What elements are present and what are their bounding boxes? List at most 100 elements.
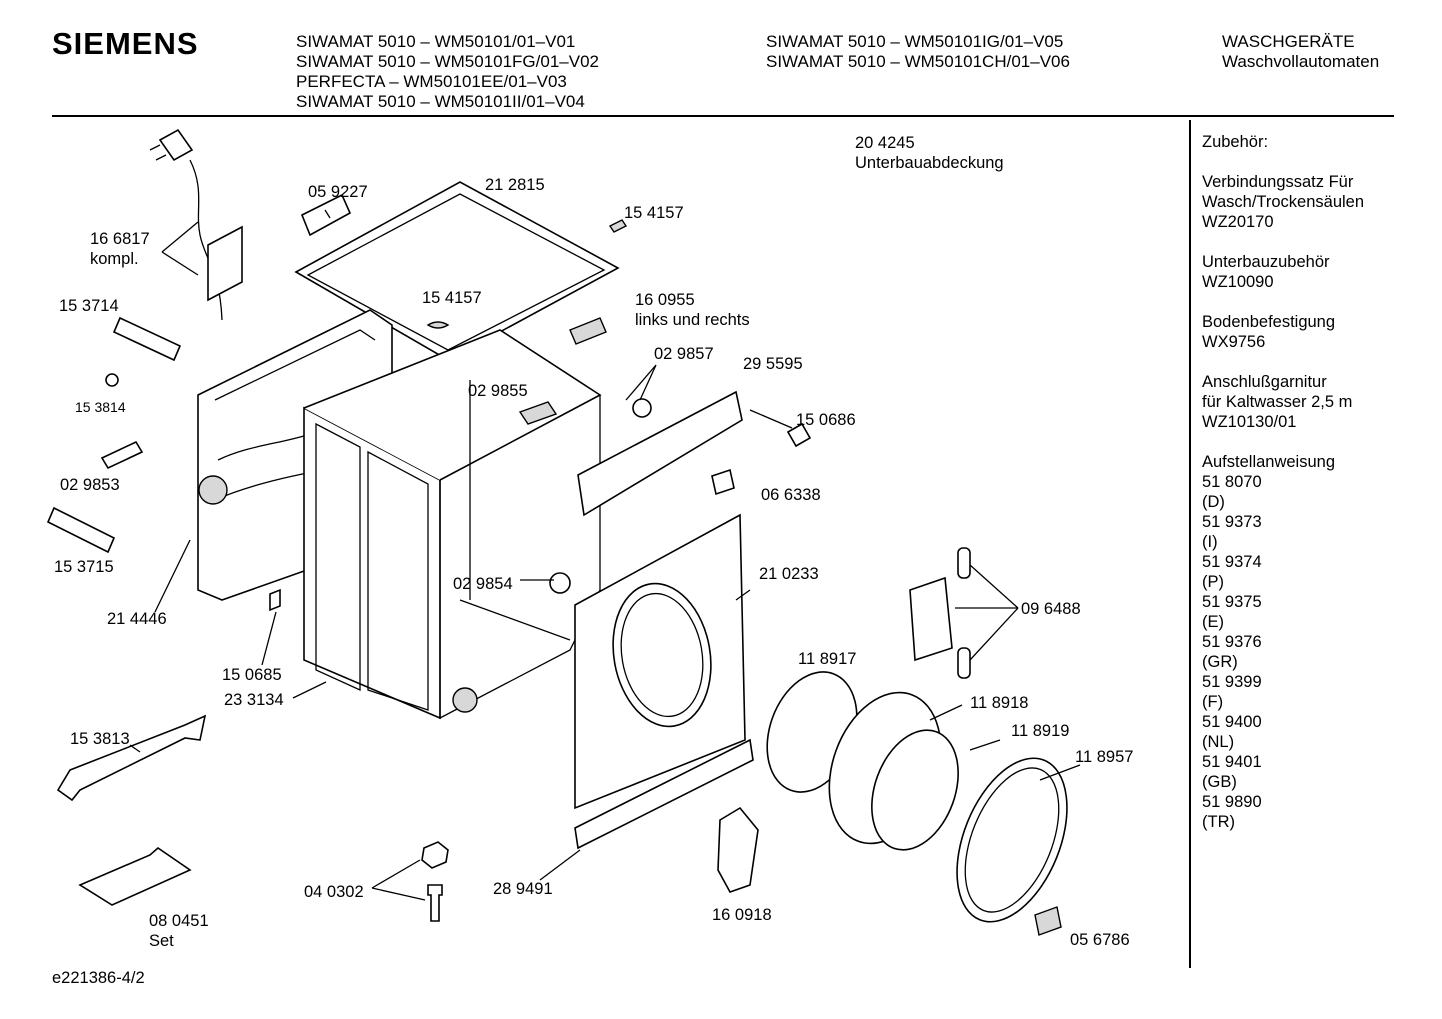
part-label: 02 9857 — [654, 345, 714, 363]
part-label: 15 3714 — [59, 297, 119, 315]
part-label: 11 8957 — [1075, 748, 1134, 766]
accessory-line: Wasch/Trockensäulen — [1202, 193, 1365, 211]
sidebar-divider — [1189, 120, 1191, 968]
accessory-line: 51 8070 — [1202, 473, 1262, 491]
part-label: 23 3134 — [224, 691, 284, 709]
header-rule — [52, 115, 1394, 117]
part-label: 11 8918 — [970, 694, 1029, 712]
accessory-line: 51 9373 — [1202, 513, 1262, 531]
accessory-line: Bodenbefestigung — [1202, 313, 1336, 331]
bushing-part — [632, 398, 652, 418]
part-label: kompl. — [90, 250, 139, 268]
header-model-line: SIWAMAT 5010 – WM50101/01–V01 — [296, 32, 576, 51]
part-label: 15 3813 — [70, 730, 130, 748]
drain-hose-part — [46, 506, 116, 554]
accessory-line: Anschlußgarnitur — [1202, 373, 1327, 391]
screw-part — [427, 884, 443, 922]
hinge-pin-part — [957, 647, 971, 679]
door-outer-ring-part — [956, 757, 1068, 923]
door-lock-part — [717, 806, 759, 893]
part-label: 02 9855 — [468, 382, 528, 400]
accessory-line: (F) — [1202, 693, 1224, 711]
accessory-line: 51 9374 — [1202, 553, 1262, 571]
header-category-line: WASCHGERÄTE — [1222, 32, 1355, 51]
accessory-line: (P) — [1202, 573, 1224, 591]
header-category-line: Waschvollautomaten — [1222, 52, 1380, 71]
part-label: 11 8917 — [798, 650, 857, 668]
clip-part — [608, 219, 628, 233]
header-model-line: PERFECTA – WM50101EE/01–V03 — [296, 72, 567, 91]
part-label: 15 0685 — [222, 666, 282, 684]
rail-part — [577, 390, 743, 517]
accessory-line: WZ10130/01 — [1202, 413, 1297, 431]
power-cord-part — [149, 128, 243, 321]
part-label: 11 8919 — [1011, 722, 1070, 740]
header-model-line: SIWAMAT 5010 – WM50101CH/01–V06 — [766, 52, 1070, 71]
header-models-col1: SIWAMAT 5010 – WM50101/01–V01 SIWAMAT 50… — [296, 32, 599, 112]
accessory-line: WZ10090 — [1202, 273, 1274, 291]
part-label: 08 0451 — [149, 912, 209, 930]
header-model-line: SIWAMAT 5010 – WM50101FG/01–V02 — [296, 52, 599, 71]
accessory-line: Zubehör: — [1202, 133, 1269, 151]
accessory-line: 51 9890 — [1202, 793, 1262, 811]
front-panel-part — [574, 513, 746, 810]
accessory-line: (I) — [1202, 533, 1218, 551]
mounting-plate-part — [78, 846, 192, 906]
lock-part — [786, 422, 812, 448]
accessory-block: Zubehör: — [1202, 132, 1364, 152]
hinge-part — [569, 317, 607, 345]
hinge-part — [909, 576, 953, 662]
part-label: 05 6786 — [1070, 931, 1130, 949]
part-label: 21 2815 — [485, 176, 545, 194]
part-label: 28 9491 — [493, 880, 553, 898]
part-label: 02 9853 — [60, 476, 120, 494]
accessory-line: Aufstellanweisung — [1202, 453, 1335, 471]
accessory-line: (NL) — [1202, 733, 1235, 751]
part-label: 05 9227 — [308, 183, 368, 201]
accessory-line: für Kaltwasser 2,5 m — [1202, 393, 1353, 411]
door-glass-part — [871, 729, 959, 851]
accessory-line: Unterbauzubehör — [1202, 253, 1330, 271]
accessory-line: 51 9400 — [1202, 713, 1262, 731]
wrench-tool — [56, 714, 207, 802]
part-label: 16 0918 — [712, 906, 772, 924]
header-models-col2: SIWAMAT 5010 – WM50101IG/01–V05 SIWAMAT … — [766, 32, 1070, 72]
part-label: 06 6338 — [761, 486, 821, 504]
part-label: 09 6488 — [1021, 600, 1081, 618]
part-label: 02 9854 — [453, 575, 513, 593]
part-label: links und rechts — [635, 311, 750, 329]
door-outer-ring-part — [964, 767, 1060, 913]
part-label: 15 4157 — [624, 204, 684, 222]
accessory-line: 51 9376 — [1202, 633, 1262, 651]
part-label: 15 0686 — [796, 411, 856, 429]
part-label: 15 3814 — [75, 399, 126, 415]
part-label: 15 4157 — [422, 289, 482, 307]
accessory-block: Anschlußgarnitur für Kaltwasser 2,5 m WZ10… — [1202, 372, 1364, 432]
bracket-part — [518, 401, 558, 425]
accessory-line: WX9756 — [1202, 333, 1266, 351]
kick-plate-part — [574, 738, 754, 850]
part-label: 15 3715 — [54, 558, 114, 576]
part-label: 20 4245 — [855, 134, 915, 152]
handle-part — [1034, 906, 1062, 936]
accessory-line: (D) — [1202, 493, 1225, 511]
accessory-line: 51 9401 — [1202, 753, 1262, 771]
part-label: 16 6817 — [90, 230, 150, 248]
grommet-part — [711, 468, 735, 496]
leader-lines — [129, 209, 1081, 901]
clamp-part — [100, 440, 144, 470]
accessory-line: (E) — [1202, 613, 1224, 631]
accessory-line: (GR) — [1202, 653, 1238, 671]
accessory-line: Verbindungssatz Für — [1202, 173, 1354, 191]
header-category: WASCHGERÄTE Waschvollautomaten — [1222, 32, 1379, 72]
part-label: 21 0233 — [759, 565, 819, 583]
accessory-line: 51 9375 — [1202, 593, 1262, 611]
bushing-part — [549, 572, 571, 594]
part-label: 21 4446 — [107, 610, 167, 628]
clip-part — [300, 193, 352, 237]
brand-logo: SIEMENS — [52, 26, 199, 61]
drain-hose-part — [112, 316, 182, 362]
